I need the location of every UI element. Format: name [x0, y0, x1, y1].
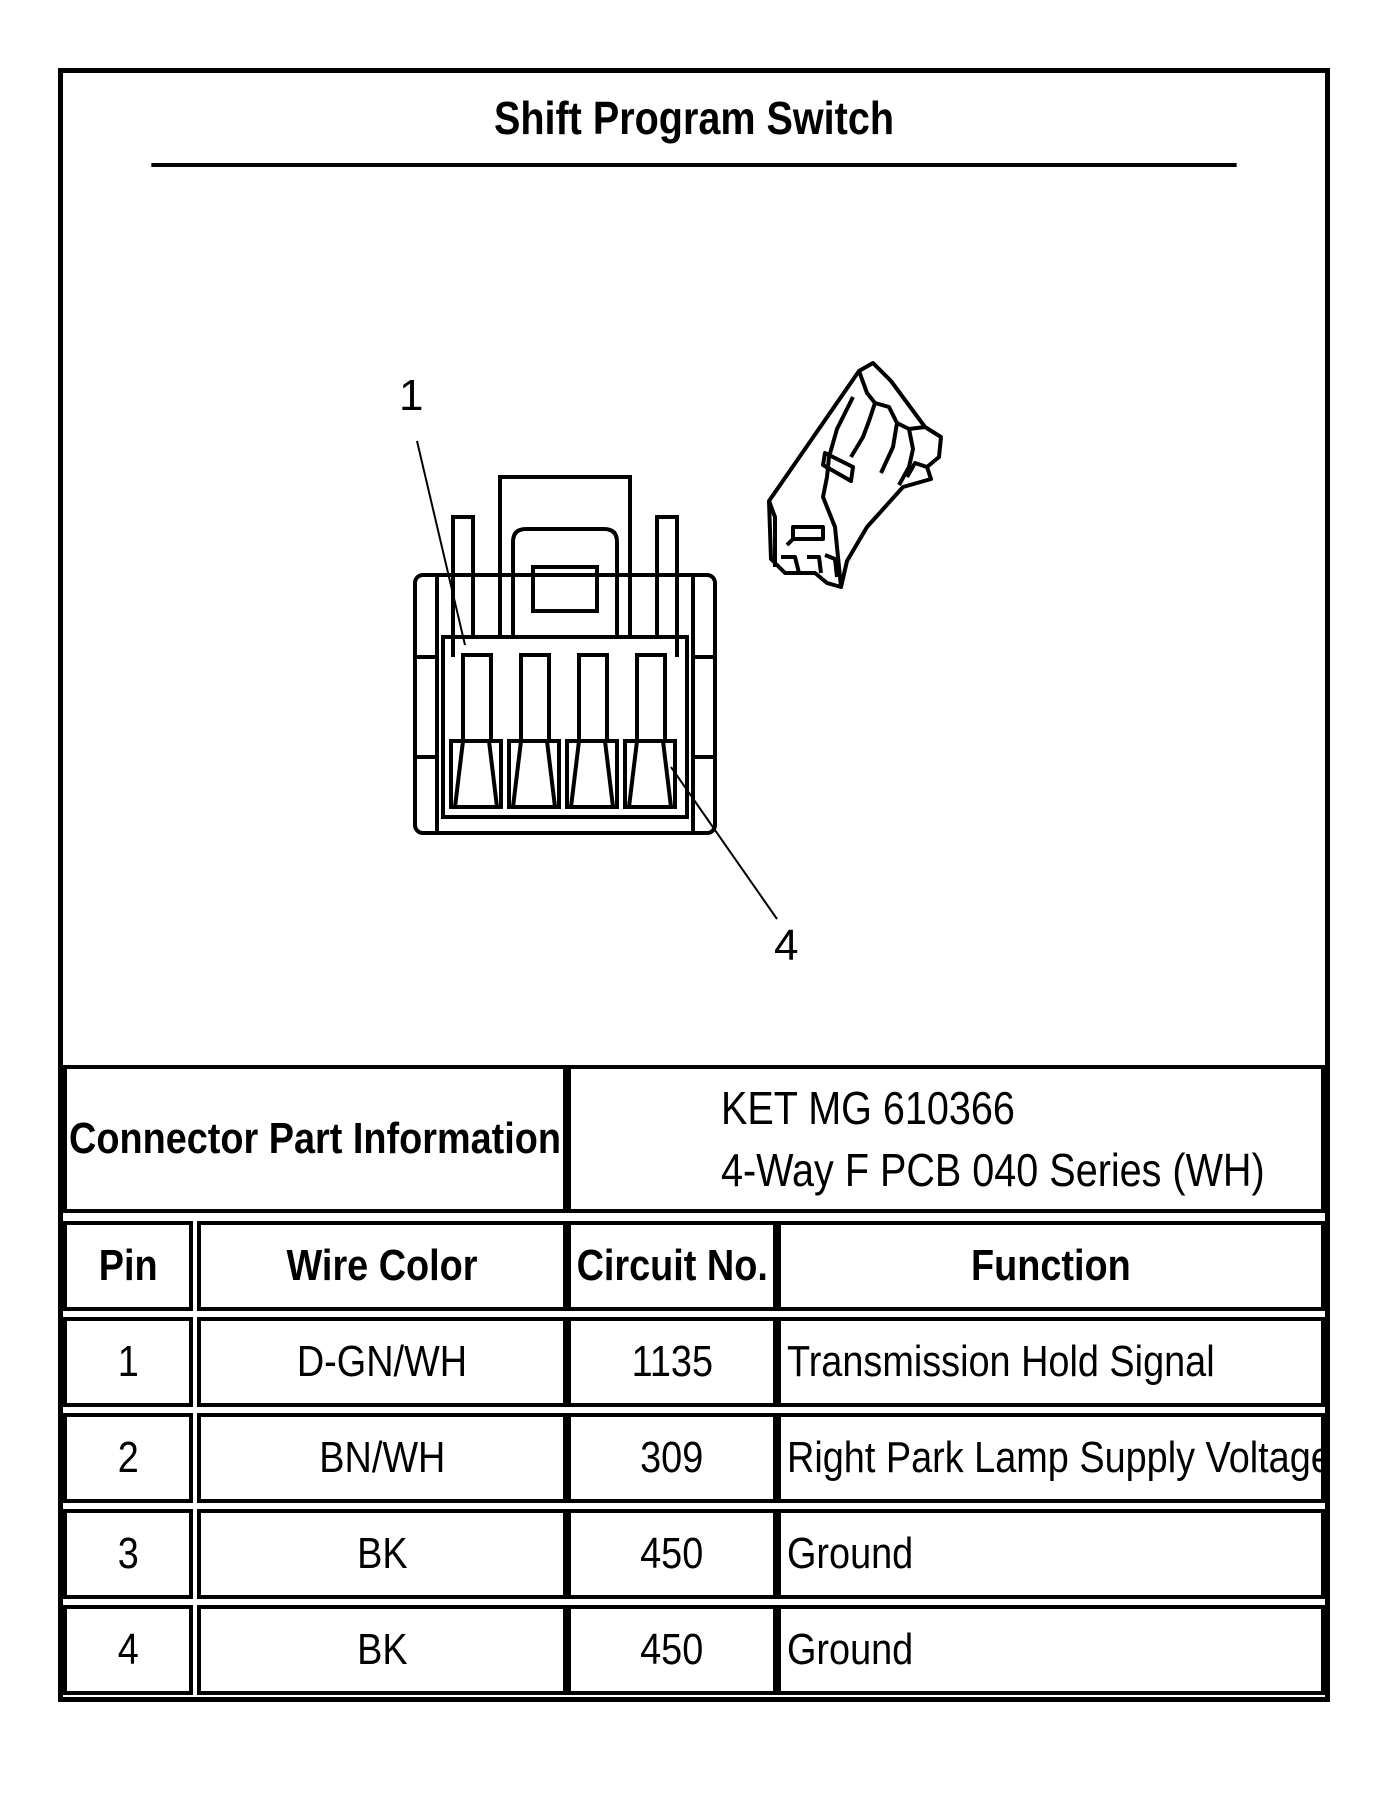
header-pin: Pin: [63, 1221, 193, 1311]
connector-3d-view-icon: [767, 361, 943, 589]
function-cell: Ground: [777, 1605, 1325, 1695]
connector-info-label: Connector Part Information: [69, 1114, 561, 1163]
function-cell: Ground: [777, 1509, 1325, 1599]
circuit-cell: 1135: [567, 1317, 777, 1407]
page-title: Shift Program Switch: [151, 73, 1237, 167]
header-function: Function: [777, 1221, 1325, 1311]
circuit-cell: 309: [567, 1413, 777, 1503]
circuit-cell: 450: [567, 1509, 777, 1599]
part-number: KET MG 610366: [721, 1082, 1015, 1134]
part-description: 4-Way F PCB 040 Series (WH): [721, 1144, 1265, 1196]
pin-cell: 4: [63, 1605, 193, 1695]
connector-diagram: 1 4: [63, 167, 1325, 1065]
table-row: 2 BN/WH 309 Right Park Lamp Supply Volta…: [63, 1413, 1325, 1503]
wire-color-cell: BK: [197, 1605, 567, 1695]
table-row: 4 BK 450 Ground: [63, 1605, 1325, 1695]
function-cell: Transmission Hold Signal: [777, 1317, 1325, 1407]
header-wire-color: Wire Color: [197, 1221, 567, 1311]
connector-table: Connector Part Information KET MG 610366…: [63, 1065, 1325, 1697]
wire-color-cell: BN/WH: [197, 1413, 567, 1503]
pin-cell: 1: [63, 1317, 193, 1407]
connector-face-view-icon: [413, 361, 943, 920]
connector-info-value-cell: KET MG 610366 4-Way F PCB 040 Series (WH…: [567, 1065, 1325, 1213]
pin-4-callout: 4: [774, 921, 799, 970]
table-row: 1 D-GN/WH 1135 Transmission Hold Signal: [63, 1317, 1325, 1407]
connector-info-label-cell: Connector Part Information: [63, 1065, 567, 1213]
pin-cell: 3: [63, 1509, 193, 1599]
wire-color-cell: D-GN/WH: [197, 1317, 567, 1407]
pin-cell: 2: [63, 1413, 193, 1503]
table-row: 3 BK 450 Ground: [63, 1509, 1325, 1599]
circuit-cell: 450: [567, 1605, 777, 1695]
connector-card: Shift Program Switch: [58, 68, 1330, 1702]
header-circuit: Circuit No.: [567, 1221, 777, 1311]
table-header: Pin Wire Color Circuit No. Function: [63, 1221, 1325, 1311]
pin-1-callout: 1: [399, 371, 424, 420]
function-cell: Right Park Lamp Supply Voltage: [777, 1413, 1325, 1503]
wire-color-cell: BK: [197, 1509, 567, 1599]
